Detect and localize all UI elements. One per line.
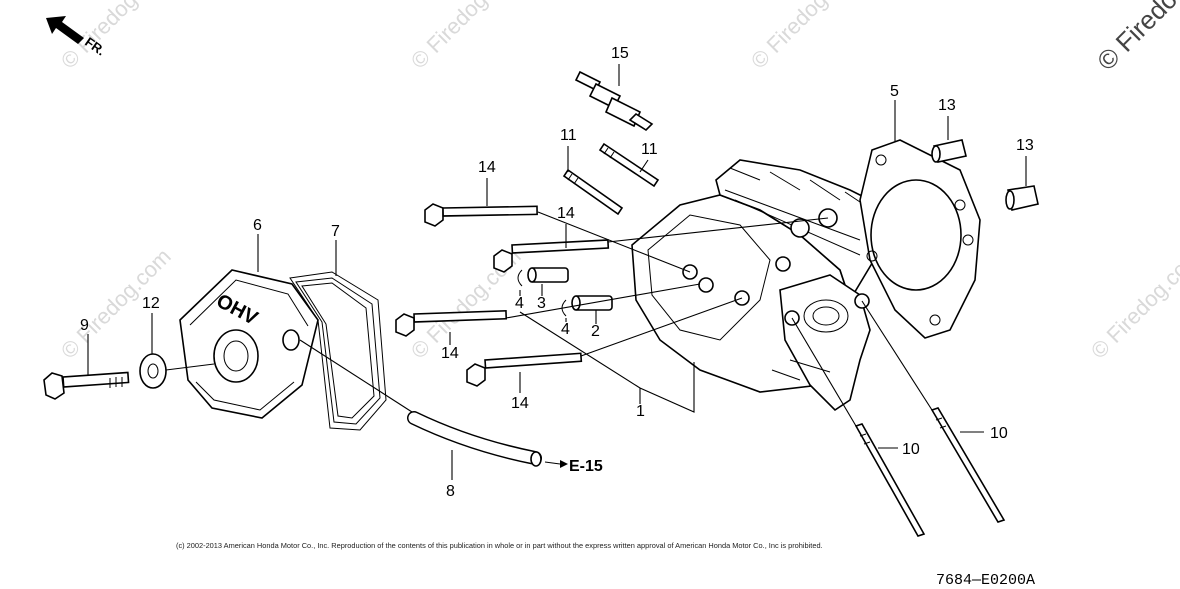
reference-label: E-15 bbox=[569, 458, 603, 475]
callout-14a: 14 bbox=[478, 159, 496, 176]
callout-14b: 14 bbox=[557, 205, 575, 222]
leader-lines bbox=[87, 64, 1027, 480]
part-6-head-cover: OHV bbox=[179, 269, 319, 419]
callout-11a: 11 bbox=[560, 127, 577, 144]
callout-15: 15 bbox=[611, 45, 629, 62]
callout-11b: 11 bbox=[641, 141, 658, 158]
callout-13a: 13 bbox=[938, 97, 956, 114]
watermark-corner: © Firedo bbox=[1091, 0, 1180, 76]
callout-1: 1 bbox=[636, 403, 645, 420]
callout-12: 12 bbox=[142, 295, 160, 312]
reference-arrow-icon bbox=[560, 460, 568, 468]
callout-13b: 13 bbox=[1016, 137, 1034, 154]
part-13-dowel-pins bbox=[931, 139, 1039, 211]
callouts: 15 11 11 5 13 13 14 14 14 14 6 7 12 9 8 … bbox=[80, 45, 1034, 500]
callout-9: 9 bbox=[80, 317, 89, 334]
callout-10a: 10 bbox=[902, 441, 920, 458]
part-15-spark-plug bbox=[574, 70, 654, 132]
part-12-washer bbox=[139, 353, 167, 389]
part-10-studs bbox=[854, 407, 1006, 537]
watermark: © Firedog.com bbox=[746, 0, 866, 74]
front-arrow-icon bbox=[46, 16, 84, 44]
callout-14d: 14 bbox=[511, 395, 529, 412]
part-7-head-cover-gasket bbox=[289, 271, 387, 431]
callout-5: 5 bbox=[890, 83, 899, 100]
callout-8: 8 bbox=[446, 483, 455, 500]
callout-2: 2 bbox=[591, 323, 600, 340]
callout-7: 7 bbox=[331, 223, 340, 240]
part-11-studs bbox=[562, 142, 660, 216]
callout-6: 6 bbox=[253, 217, 262, 234]
callout-4a: 4 bbox=[515, 295, 524, 312]
watermark: © Firedog.com bbox=[1086, 244, 1180, 364]
copyright-notice: (c) 2002-2013 American Honda Motor Co., … bbox=[176, 541, 823, 550]
part-8-breather-tube: E-15 bbox=[299, 339, 603, 475]
diagram-code: 7684—E0200A bbox=[936, 572, 1035, 589]
part-5-head-gasket bbox=[859, 139, 981, 339]
callout-3: 3 bbox=[537, 295, 546, 312]
watermark: © Firedog.com bbox=[406, 0, 526, 74]
callout-4b: 4 bbox=[561, 321, 570, 338]
part-14-bolts bbox=[395, 203, 610, 387]
callout-10b: 10 bbox=[990, 425, 1008, 442]
part-9-bolt bbox=[43, 371, 130, 400]
part-1-cylinder-head bbox=[631, 159, 891, 412]
part-3-pin bbox=[527, 267, 569, 283]
callout-14c: 14 bbox=[441, 345, 459, 362]
